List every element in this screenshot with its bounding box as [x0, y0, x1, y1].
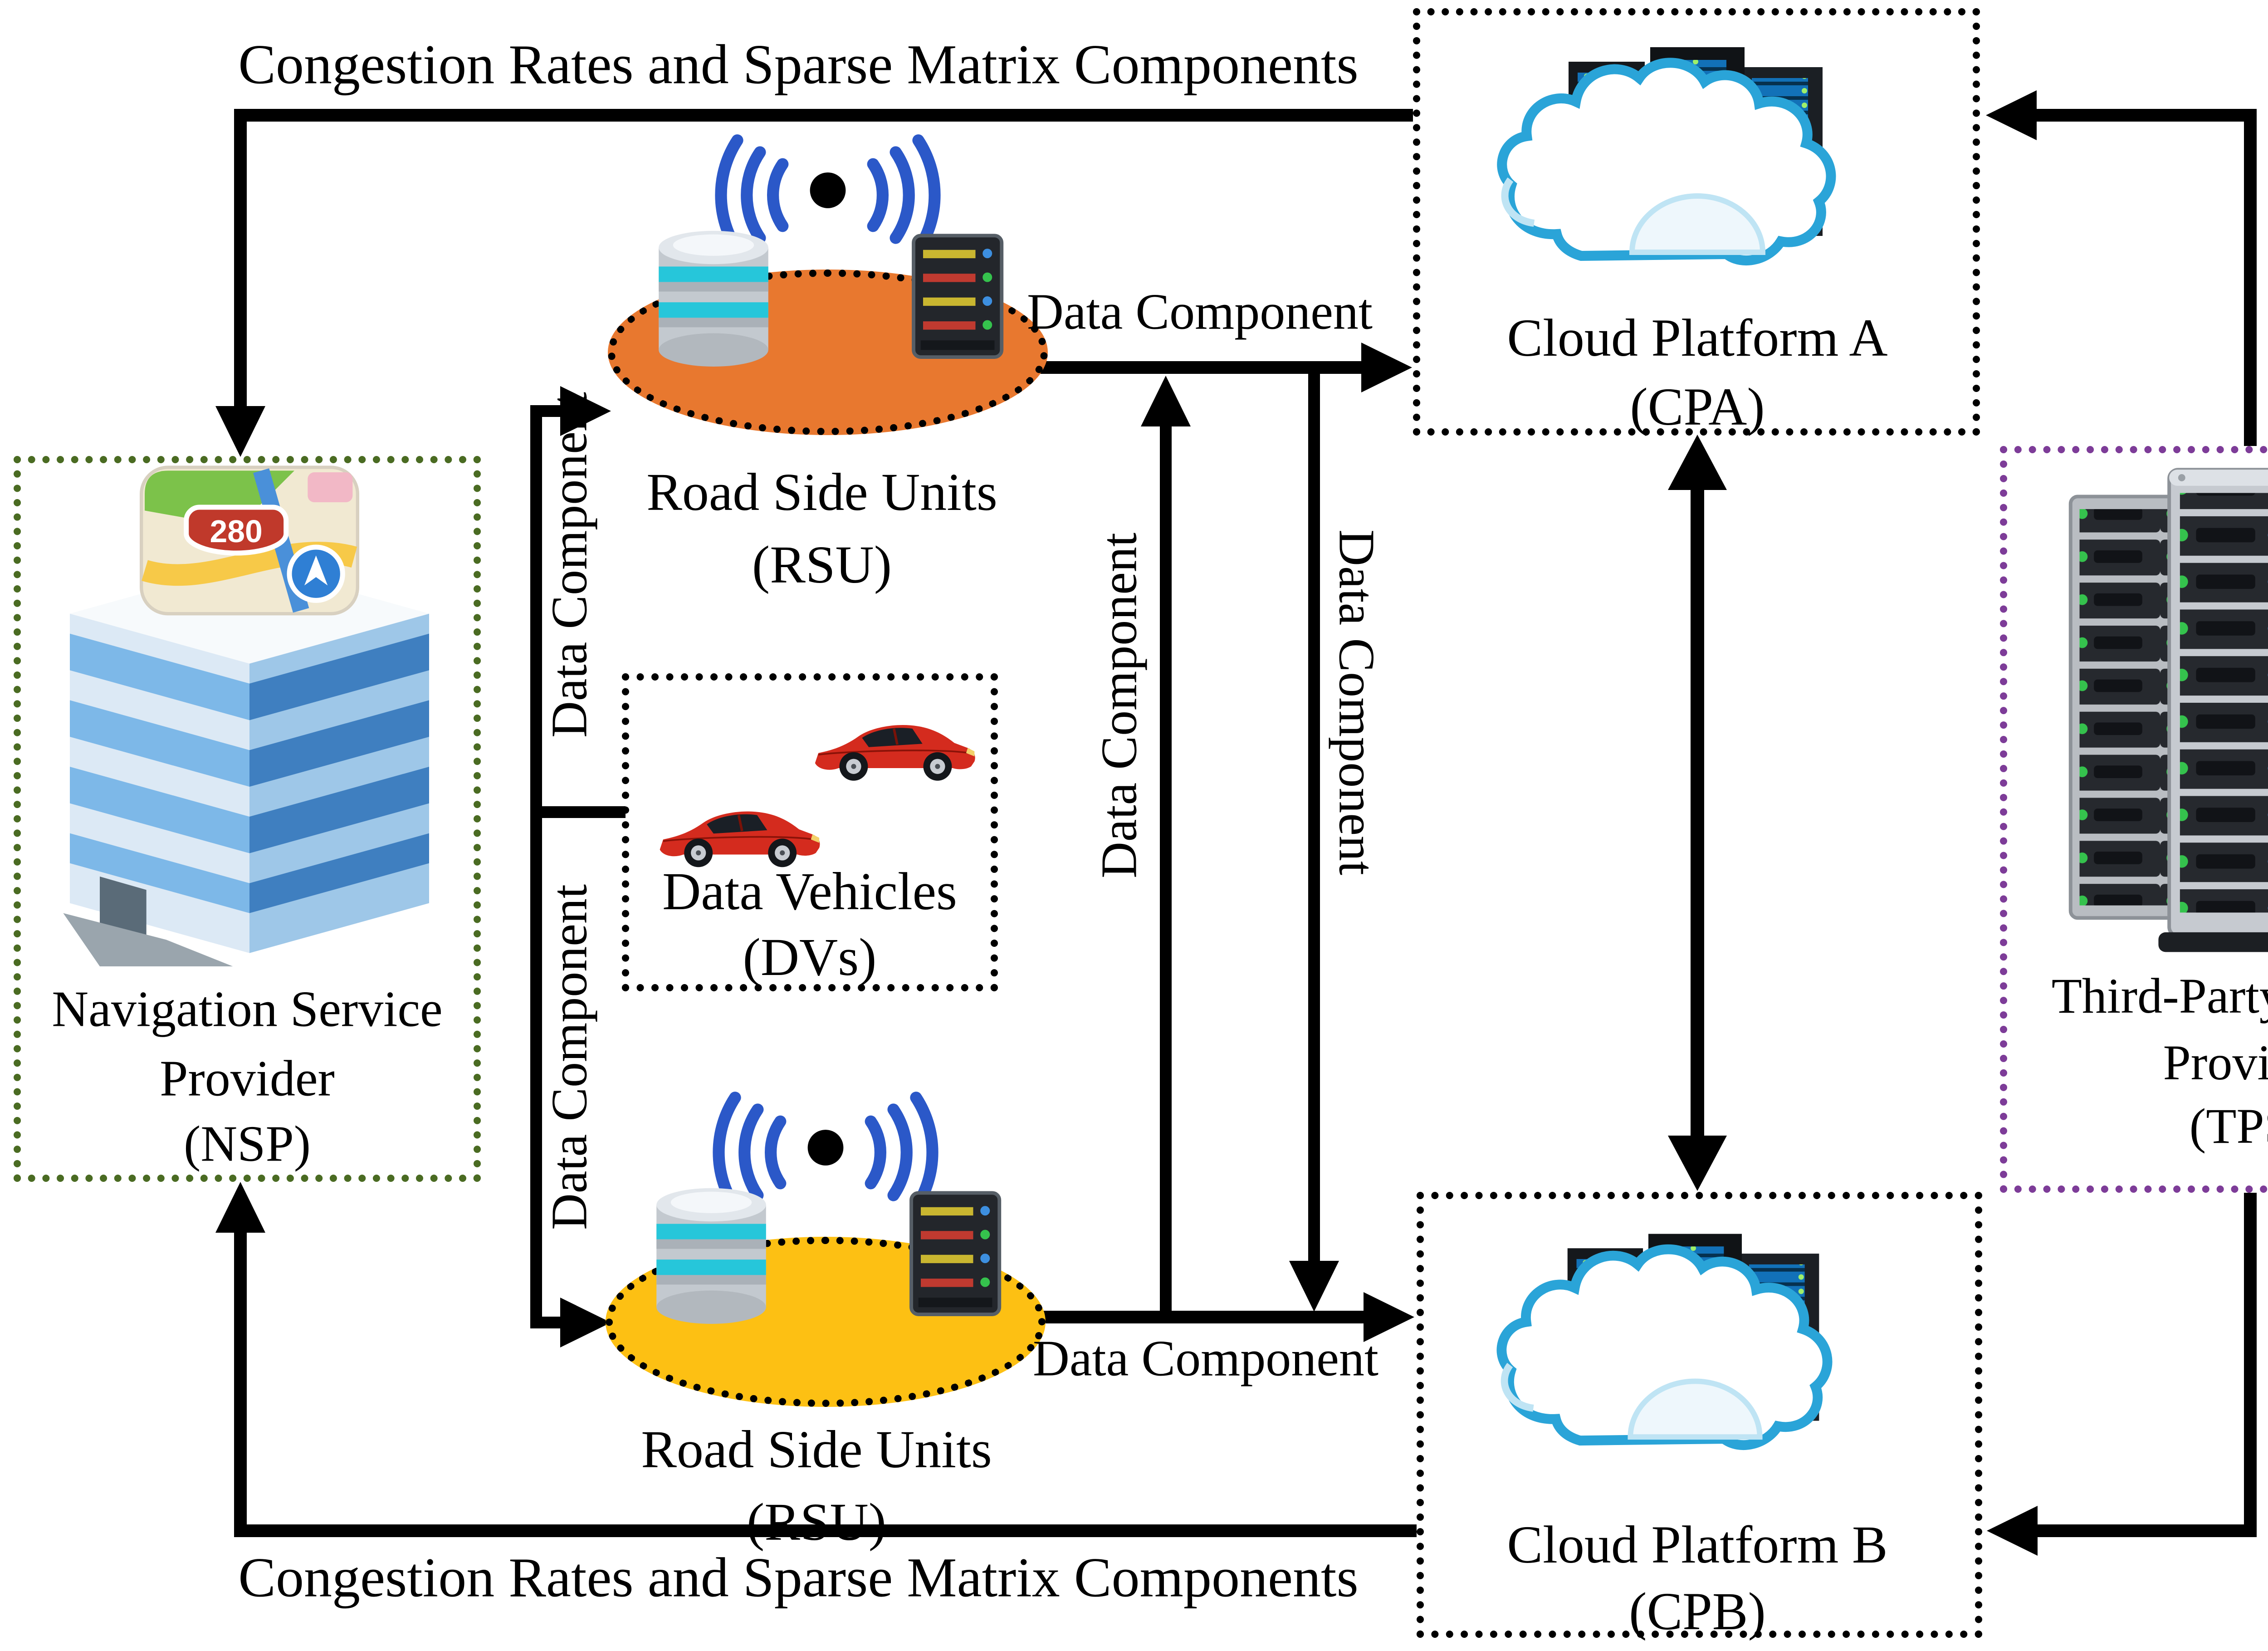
nsp-box [14, 456, 481, 1182]
tps-box [2000, 446, 2268, 1193]
arrowhead-into-cpa-right [1986, 90, 2037, 140]
dv-box [622, 673, 998, 991]
tps-label-line1: Third-Party Service [2051, 968, 2268, 1024]
edge-cpb-to-nsp-hline [234, 1524, 1417, 1537]
arrowhead-into-cpb-right [1987, 1506, 2038, 1556]
rsu-top-icon: #rsuTop .towerStroke{stroke:#8a8f96;} #r… [637, 150, 1018, 412]
building-ramp [63, 913, 233, 966]
arrowhead-into-nsp-top [215, 406, 265, 457]
bottom-banner-label: Congestion Rates and Sparse Matrix Compo… [238, 1546, 1359, 1609]
edge-cpa-cpb-vline [1691, 485, 1704, 1141]
edge-label-branch-upper: Data Component [541, 392, 598, 738]
tps-racks-icon [2068, 468, 2268, 952]
nsp-label-line3: (NSP) [183, 1116, 311, 1172]
arrowhead-into-nsp-bottom [215, 1182, 265, 1233]
cpb-label-line2: (CPB) [1629, 1582, 1766, 1641]
edge-label-rsu-bottom-to-cpb: Data Component [1032, 1330, 1379, 1387]
edge-cpa-to-nsp-hline [234, 109, 1413, 122]
arrowhead-into-rsu-top [560, 386, 611, 436]
cpb-box [1417, 1192, 1982, 1638]
arrowhead-down-to-cpb-line [1289, 1261, 1339, 1312]
nsp-label-line1: Navigation Service [52, 981, 443, 1038]
edge-rsu-top-to-cpb-vline [1308, 374, 1320, 1261]
cpa-label-line2: (CPA) [1630, 377, 1765, 437]
edge-label-tps-to-cpb: Random Numbers [2262, 1193, 2268, 1565]
rsu-bottom-label-line2: (RSU) [746, 1492, 887, 1552]
top-banner-label: Congestion Rates and Sparse Matrix Compo… [238, 33, 1359, 96]
branch-stub-to-rsu-top [530, 405, 562, 417]
tps-label-line2: Provider [2163, 1034, 2268, 1090]
branch-stub-to-rsu-bottom [530, 1317, 562, 1328]
cpb-label-line1: Cloud Platform B [1507, 1515, 1888, 1575]
edge-tps-to-cpb-vline [2244, 1193, 2257, 1537]
cpa-box [1413, 8, 1980, 436]
rsu-bottom-icon: #rsuBot .towerStroke{stroke:#2e6db4;} #r… [635, 1107, 1016, 1369]
edge-rsu-bottom-to-cpb [1034, 1311, 1365, 1323]
rsu-bottom-label-line1: Road Side Units [641, 1420, 992, 1480]
route-number: 280 [210, 514, 263, 549]
edge-label-rsu-top-to-cpa: Data Component [1026, 284, 1373, 340]
arrowhead-into-cpb-left [1364, 1292, 1414, 1342]
arrowhead-into-cpa-bottom [1668, 435, 1727, 490]
arrowhead-into-cpb-top [1668, 1136, 1727, 1191]
dv-label-line2: (DVs) [743, 927, 877, 987]
dv-label-line1: Data Vehicles [662, 862, 957, 921]
edge-cpa-to-nsp-vline [234, 109, 247, 406]
edge-cpb-to-nsp-vline [234, 1227, 247, 1537]
edge-label-branch-lower: Data Component [541, 884, 598, 1230]
edge-rsu-top-to-cpa [1034, 361, 1363, 374]
arrowhead-into-rsu-bottom [560, 1298, 611, 1347]
rack-left [2068, 495, 2180, 920]
edge-label-down-to-cpb: Data Component [1328, 529, 1385, 876]
office-building [63, 563, 429, 966]
branch-trunk-vline [530, 405, 542, 1328]
edge-tps-to-cpa-vline [2244, 109, 2257, 446]
route-shield [184, 505, 289, 556]
nsp-building-icon: 280 [63, 465, 429, 966]
edge-label-up-to-cpa: Data Component [1091, 532, 1148, 879]
cpa-label-line1: Cloud Platform A [1507, 308, 1888, 368]
edge-tps-to-cpa-hline [2035, 109, 2257, 122]
cpa-cloud-icon [1461, 24, 1933, 314]
tps-label-line3: (TPS) [2189, 1098, 2268, 1154]
maps-app-icon: 280 [140, 465, 359, 616]
rack-center [2158, 468, 2268, 952]
edge-tps-to-cpb-hline [2036, 1524, 2257, 1537]
branch-stub-to-dv [530, 806, 626, 818]
edge-rsu-bottom-to-cpa-vline [1160, 426, 1172, 1323]
edge-label-tps-to-cpa: Random Numbers [2262, 41, 2268, 413]
arrowhead-into-cpa-left [1361, 343, 1412, 392]
arrowhead-up-to-cpa-line [1141, 376, 1191, 426]
rsu-top-label-line2: (RSU) [752, 535, 892, 595]
cpb-cloud-icon [1461, 1210, 1929, 1498]
car-icon-front [660, 812, 820, 867]
rsu-top-label-line1: Road Side Units [646, 462, 997, 522]
nsp-label-line2: Provider [160, 1050, 335, 1107]
car-icon-rear [815, 725, 975, 781]
